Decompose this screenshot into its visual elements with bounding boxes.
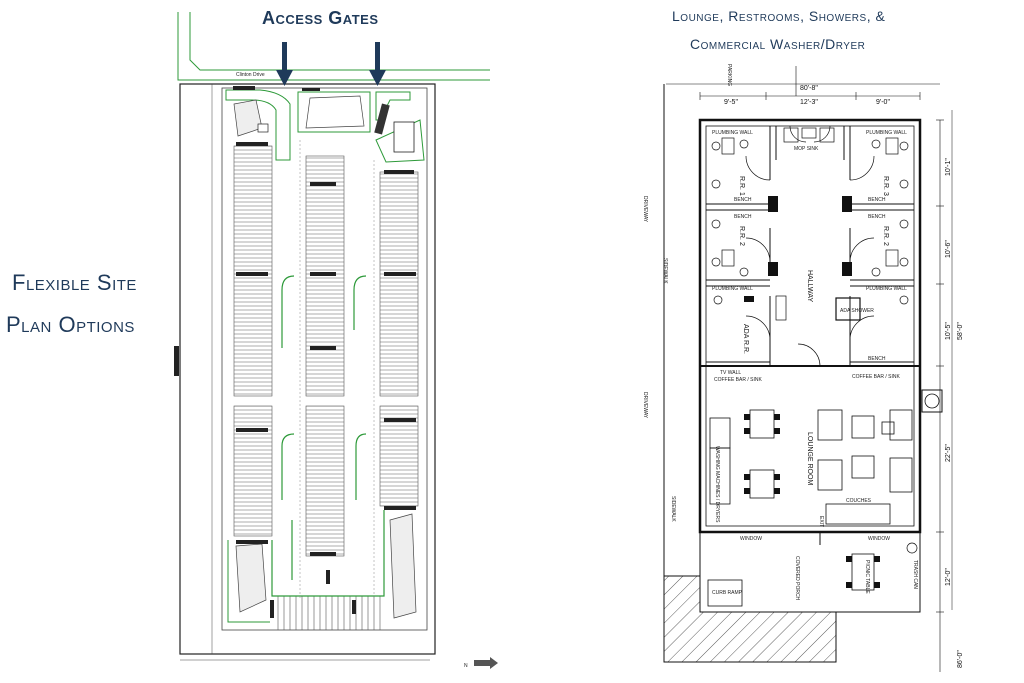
access-gates-title: Access Gates <box>262 8 379 28</box>
couches-label: COUCHES <box>846 498 872 504</box>
room-rr2-right: R.R. 2 <box>882 226 889 246</box>
dim-overall: 80'-8" <box>800 85 818 92</box>
dim-top-1: 9'-5" <box>724 99 738 106</box>
plumbing-wall-label: PLUMBING WALL <box>712 286 753 292</box>
plumbing-wall-label: PLUMBING WALL <box>866 286 907 292</box>
dim-top-2: 12'-3" <box>800 99 818 106</box>
dim-right-total: 58'-0" <box>957 322 964 340</box>
lot-outline <box>221 87 428 631</box>
curb-ramp-label: CURB RAMP <box>712 590 743 596</box>
room-ada-shower: ADA SHOWER <box>840 308 874 314</box>
parking-label: PARKING <box>726 64 732 86</box>
plan-options-title: Plan Options <box>6 312 135 337</box>
dim-right-4: 22'-5" <box>945 444 952 462</box>
site-plan: Clinton Drive <box>174 12 498 669</box>
exit-label: EXIT <box>818 516 824 527</box>
parking-row <box>305 405 345 557</box>
bench-label: BENCH <box>868 356 886 362</box>
north-arrow-icon <box>474 657 498 669</box>
floor-plan <box>663 66 953 672</box>
flexible-site-title: Flexible Site <box>12 270 137 295</box>
driveway-label: DRIVEWAY <box>642 196 648 223</box>
window-label: WINDOW <box>740 536 762 542</box>
floor-plan-labels: 9'-5" 12'-3" 9'-0" 80'-8" 10'-1" 10'-6" … <box>642 64 964 668</box>
mop-sink-label: MOP SINK <box>794 146 819 152</box>
dim-right-2: 10'-6" <box>945 240 952 258</box>
compass-label: N <box>464 663 468 669</box>
room-rr1: R.R. 1 <box>738 176 745 196</box>
room-rr3: R.R. 3 <box>882 176 889 196</box>
parking-row <box>379 171 419 397</box>
trash-can-label: TRASH CAN <box>912 560 918 589</box>
coffee-bar-label: COFFEE BAR / SINK <box>714 377 762 383</box>
room-rr2-left: R.R. 2 <box>738 226 745 246</box>
room-ada-rr: ADA R.R. <box>742 324 749 354</box>
dim-top-3: 9'-0" <box>876 99 890 106</box>
parking-row <box>233 405 273 537</box>
sidewalk-label: SIDEWALK <box>670 496 676 522</box>
room-lounge: LOUNGE ROOM <box>806 432 813 485</box>
property-boundary <box>179 83 436 655</box>
room-hallway: HALLWAY <box>806 270 813 302</box>
bench-label: BENCH <box>734 197 752 203</box>
picnic-table-label: PICNIC TABLE <box>864 560 870 594</box>
parking-row <box>379 405 419 507</box>
driveway-label: DRIVEWAY <box>642 392 648 419</box>
coffee-bar-label: COFFEE BAR / SINK <box>852 374 900 380</box>
dim-right-1: 10'-1" <box>945 158 952 176</box>
arrow-down-icon <box>369 70 386 86</box>
bench-label: BENCH <box>734 214 752 220</box>
dim-bottom: 86'-0" <box>957 650 964 668</box>
parking-row <box>233 145 273 397</box>
plumbing-wall-label: PLUMBING WALL <box>712 130 753 136</box>
lounge-title-line2: Commercial Washer/Dryer <box>690 36 866 52</box>
tv-wall-label: TV WALL <box>720 370 741 376</box>
window-label: WINDOW <box>868 536 890 542</box>
sidewalk-label: SIDEWALK <box>662 258 668 284</box>
covered-porch-label: COVERED PORCH <box>794 556 800 601</box>
dim-right-3: 10'-5" <box>945 322 952 340</box>
street-label: Clinton Drive <box>236 72 265 78</box>
bench-label: BENCH <box>868 197 886 203</box>
plumbing-wall-label: PLUMBING WALL <box>866 130 907 136</box>
bench-label: BENCH <box>868 214 886 220</box>
access-gate-arrows <box>276 42 386 86</box>
washers-label: WASHING MACHINES / DRYERS <box>714 446 720 523</box>
arrow-down-icon <box>276 70 293 86</box>
lounge-title-line1: Lounge, Restrooms, Showers, & <box>672 8 886 24</box>
dim-right-5: 12'-0" <box>945 568 952 586</box>
